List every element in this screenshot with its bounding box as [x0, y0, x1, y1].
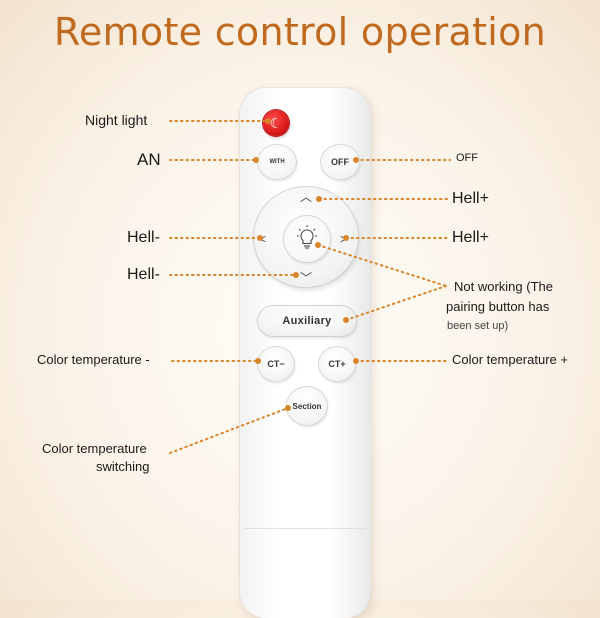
lightbulb-icon — [297, 225, 317, 249]
ct-plus-button[interactable]: CT+ — [319, 347, 355, 381]
label-not-working-1: Not working (The — [454, 279, 553, 294]
moon-icon: ☾ — [269, 114, 283, 131]
with-button[interactable]: WITH — [258, 145, 296, 179]
chevron-up-icon[interactable]: ︿ — [300, 190, 313, 204]
section-button[interactable]: Section — [287, 387, 327, 425]
label-hell-minus-left: Hell- — [127, 229, 160, 246]
label-night-light: Night light — [85, 112, 148, 128]
auxiliary-button[interactable]: Auxiliary — [258, 306, 356, 336]
label-an: AN — [137, 150, 161, 169]
page-title: Remote control operation — [53, 10, 547, 54]
label-color-temp-switch-1: Color temperature — [42, 441, 147, 456]
label-not-working-2: pairing button has — [446, 299, 550, 314]
label-color-temp-minus: Color temperature - — [37, 352, 150, 367]
battery-cover-seam — [244, 528, 366, 529]
ct-minus-button[interactable]: CT− — [258, 347, 294, 381]
pairing-center-button[interactable] — [284, 216, 330, 262]
chevron-left-icon[interactable]: < — [259, 232, 267, 246]
label-hell-plus-up: Hell+ — [452, 190, 489, 207]
label-color-temp-switch-2: switching — [96, 459, 150, 474]
label-hell-plus-right: Hell+ — [452, 229, 489, 246]
label-off: OFF — [456, 152, 478, 164]
off-button[interactable]: OFF — [321, 145, 359, 179]
night-light-button[interactable]: ☾ — [263, 110, 289, 136]
chevron-right-icon[interactable]: > — [340, 232, 348, 246]
chevron-down-icon[interactable]: ﹀ — [300, 271, 313, 285]
label-hell-minus-down: Hell- — [127, 266, 160, 283]
label-not-working-3: been set up) — [447, 320, 509, 332]
label-color-temp-plus: Color temperature + — [452, 352, 568, 367]
